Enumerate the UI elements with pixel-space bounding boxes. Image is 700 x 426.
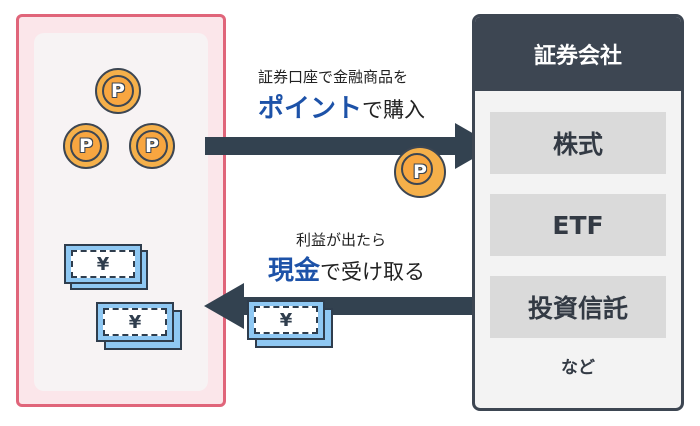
purchase-caption-line1: 証券口座で金融商品を — [258, 68, 409, 86]
yen-bill-icon: ¥ — [64, 244, 142, 284]
point-coin-icon: P — [129, 123, 175, 169]
product-etf: ETF — [490, 194, 666, 256]
products-etc-label: など — [561, 358, 595, 378]
point-coin-icon: P — [63, 123, 109, 169]
product-investment-trust: 投資信託 — [490, 276, 666, 338]
payout-caption-line2: 現金で受け取る — [268, 256, 426, 286]
securities-company-title: 証券会社 — [475, 17, 681, 91]
purchase-arrow — [205, 137, 457, 155]
product-stocks: 株式 — [490, 112, 666, 174]
payout-arrow-head — [204, 283, 244, 329]
point-coin-icon: P — [394, 146, 446, 198]
yen-bill-icon: ¥ — [96, 302, 174, 342]
yen-bill-icon: ¥ — [247, 300, 325, 340]
purchase-caption-line2: ポイントで購入 — [258, 94, 426, 124]
point-coin-icon: P — [95, 68, 141, 114]
securities-company-panel: 証券会社 株式 ETF 投資信託 など — [472, 14, 684, 411]
payout-caption-line1: 利益が出たら — [296, 231, 387, 249]
